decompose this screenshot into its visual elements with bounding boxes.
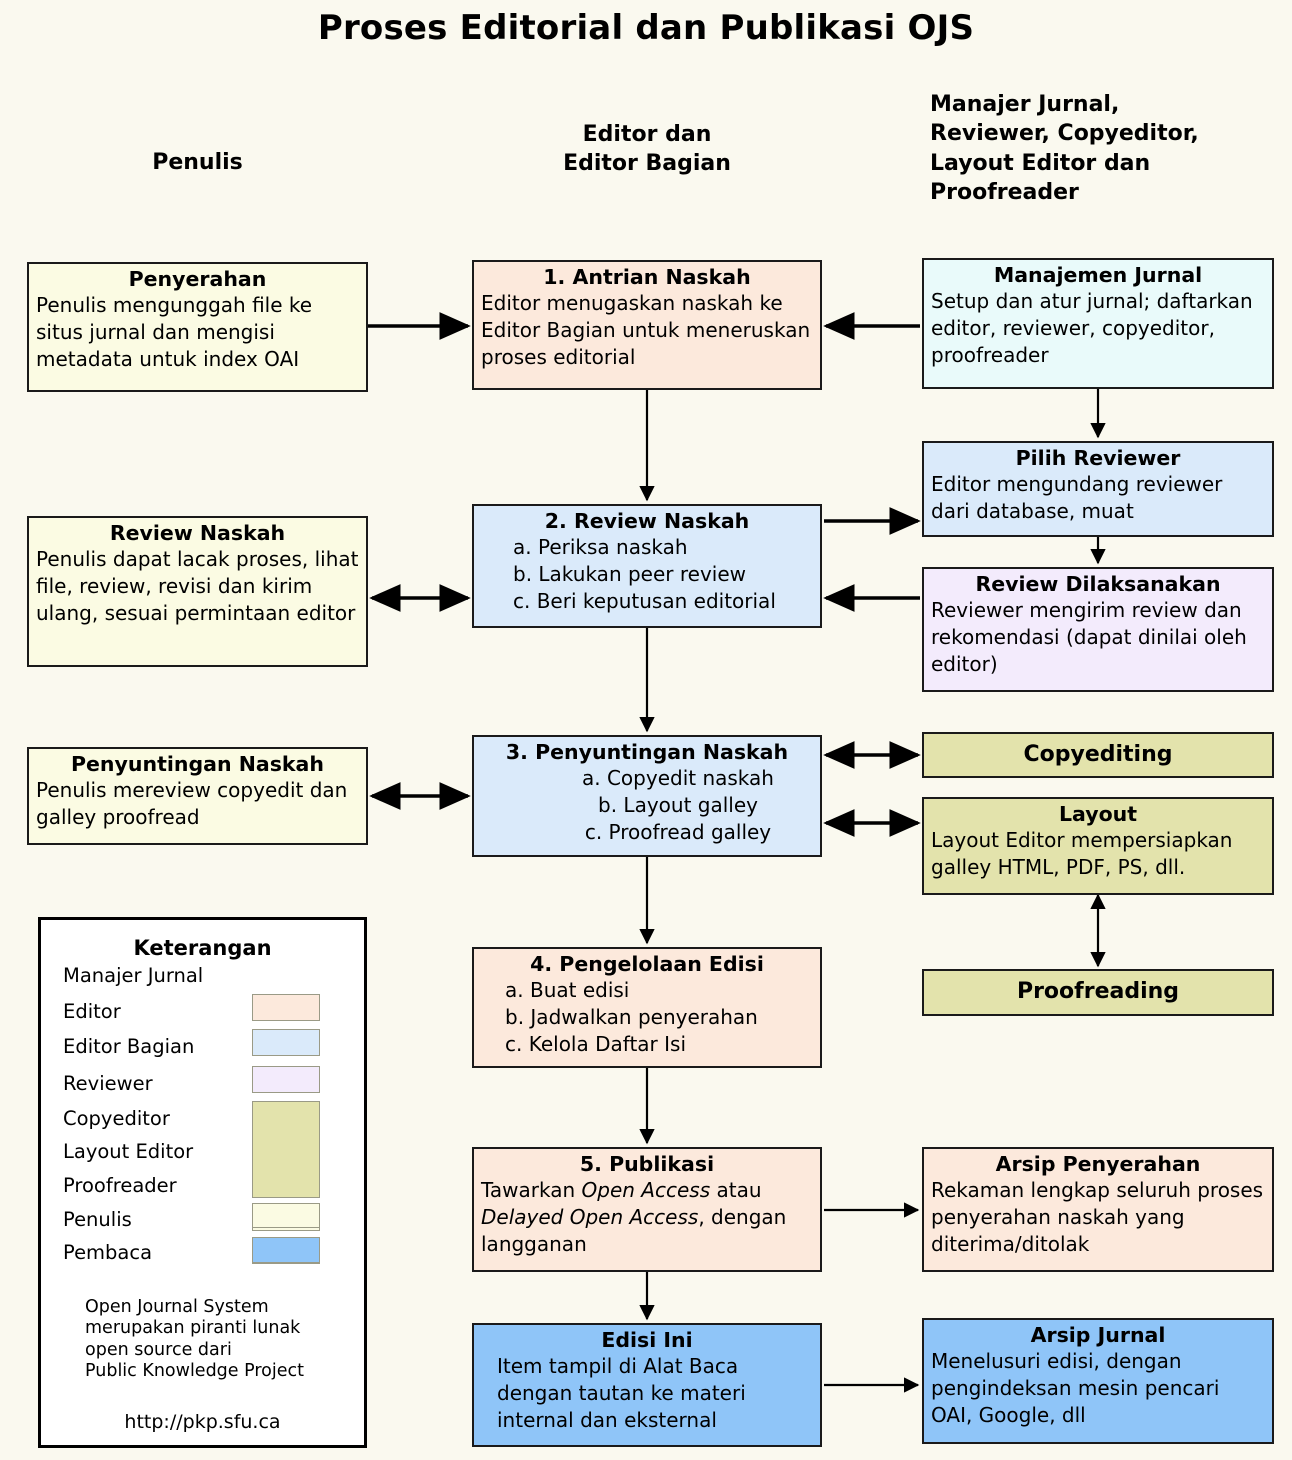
- node-title: Penyerahan: [128, 267, 267, 291]
- page-title: Proses Editorial dan Publikasi OJS: [317, 8, 975, 48]
- node-title: Review Dilaksanakan: [975, 572, 1221, 596]
- node-title: Proofreading: [1016, 979, 1180, 1005]
- legend-swatch-copyeditor: [252, 1101, 320, 1198]
- node-title: 3. Penyuntingan Naskah: [505, 740, 789, 764]
- node-title: Arsip Jurnal: [1030, 1323, 1166, 1347]
- node-title: Manajemen Jurnal: [993, 263, 1203, 287]
- node-body: Tawarkan Open Access atau Delayed Open A…: [481, 1178, 787, 1256]
- node-body: Item tampil di Alat Baca dengan tautan k…: [497, 1354, 746, 1432]
- node-body: Rekaman lengkap seluruh proses penyeraha…: [931, 1178, 1264, 1256]
- legend-label-editor: Editor: [63, 1000, 121, 1023]
- legend-label-penulis: Penulis: [63, 1208, 132, 1231]
- node-body: Penulis mereview copyedit dan galley pro…: [36, 778, 348, 830]
- node-title: 1. Antrian Naskah: [543, 265, 751, 289]
- node-title: Edisi Ini: [601, 1328, 693, 1352]
- node-penyerahan[interactable]: Penyerahan Penulis mengunggah file ke si…: [27, 262, 368, 392]
- legend-label-proofreader: Proofreader: [63, 1174, 177, 1197]
- legend-title: Keterangan: [133, 936, 272, 960]
- node-review-naskah[interactable]: 2. Review Naskah a. Periksa naskah b. La…: [472, 504, 822, 628]
- node-publikasi[interactable]: 5. Publikasi Tawarkan Open Access atau D…: [472, 1147, 822, 1272]
- node-arsip-penyerahan[interactable]: Arsip Penyerahan Rekaman lengkap seluruh…: [922, 1147, 1274, 1272]
- node-body: Penulis dapat lacak proses, lihat file, …: [36, 547, 359, 625]
- legend-label-pembaca: Pembaca: [63, 1241, 153, 1264]
- node-title: Copyediting: [1023, 741, 1173, 767]
- node-body: Setup dan atur jurnal; daftarkan editor,…: [931, 289, 1253, 367]
- node-edisi-ini[interactable]: Edisi Ini Item tampil di Alat Baca denga…: [472, 1323, 822, 1447]
- node-body: Menelusuri edisi, dengan pengindeksan me…: [931, 1349, 1220, 1427]
- node-title: Layout: [1058, 802, 1138, 826]
- node-body: Layout Editor mempersiapkan galley HTML,…: [931, 828, 1233, 880]
- node-proofreading[interactable]: Proofreading: [922, 969, 1274, 1016]
- legend-swatch-editor-bagian: [252, 1029, 320, 1056]
- node-review-naskah-penulis[interactable]: Review Naskah Penulis dapat lacak proses…: [27, 516, 368, 667]
- legend-url: http://pkp.sfu.ca: [124, 1411, 281, 1433]
- node-title: Review Naskah: [109, 521, 286, 545]
- node-layout[interactable]: Layout Layout Editor mempersiapkan galle…: [922, 797, 1274, 895]
- node-body: a. Copyedit naskah b. Layout galley c. P…: [582, 766, 774, 844]
- node-arsip-jurnal[interactable]: Arsip Jurnal Menelusuri edisi, dengan pe…: [922, 1318, 1274, 1444]
- node-copyediting[interactable]: Copyediting: [922, 732, 1274, 778]
- node-pilih-reviewer[interactable]: Pilih Reviewer Editor mengundang reviewe…: [922, 441, 1274, 537]
- node-title: 5. Publikasi: [579, 1152, 715, 1176]
- legend-swatch-reviewer: [252, 1066, 320, 1093]
- node-title: 4. Pengelolaan Edisi: [530, 952, 764, 976]
- node-body: a. Buat edisi b. Jadwalkan penyerahan c.…: [505, 978, 758, 1056]
- legend-label-reviewer: Reviewer: [63, 1072, 153, 1095]
- legend-swatch-editor: [252, 994, 320, 1021]
- legend-swatch-penulis: [252, 1203, 320, 1228]
- legend-note: Open Journal System merupakan piranti lu…: [85, 1297, 304, 1382]
- delayed-open-access-term: Delayed Open Access: [481, 1205, 699, 1230]
- legend-label-copyeditor: Copyeditor: [63, 1107, 170, 1130]
- node-title: Arsip Penyerahan: [995, 1152, 1201, 1176]
- node-title: Penyuntingan Naskah: [71, 752, 324, 776]
- node-body: Editor mengundang reviewer dari database…: [931, 472, 1223, 524]
- legend-label-editor-bagian: Editor Bagian: [63, 1035, 195, 1058]
- node-body: Editor menugaskan naskah ke Editor Bagia…: [481, 291, 811, 369]
- node-body: a. Periksa naskah b. Lakukan peer review…: [513, 535, 776, 613]
- column-header-manajer: Manajer Jurnal, Reviewer, Copyeditor, La…: [930, 92, 1199, 205]
- node-antrian-naskah[interactable]: 1. Antrian Naskah Editor menugaskan nask…: [472, 260, 822, 390]
- node-title: Pilih Reviewer: [1015, 446, 1181, 470]
- legend-swatch-pembaca: [252, 1237, 320, 1263]
- node-review-dilaksanakan[interactable]: Review Dilaksanakan Reviewer mengirim re…: [922, 567, 1274, 692]
- node-manajemen-jurnal[interactable]: Manajemen Jurnal Setup dan atur jurnal; …: [922, 258, 1274, 389]
- node-body: Reviewer mengirim review dan rekomendasi…: [931, 598, 1247, 676]
- node-title: 2. Review Naskah: [544, 509, 750, 533]
- node-body: Penulis mengunggah file ke situs jurnal …: [36, 293, 313, 371]
- column-header-editor: Editor dan Editor Bagian: [563, 122, 731, 177]
- column-header-penulis: Penulis: [152, 150, 243, 175]
- legend-label-manajer-jurnal: Manajer Jurnal: [63, 964, 204, 987]
- node-pengelolaan-edisi[interactable]: 4. Pengelolaan Edisi a. Buat edisi b. Ja…: [472, 947, 822, 1068]
- node-penyuntingan-penulis[interactable]: Penyuntingan Naskah Penulis mereview cop…: [27, 747, 368, 845]
- legend-label-layout-editor: Layout Editor: [63, 1140, 194, 1163]
- open-access-term: Open Access: [581, 1178, 711, 1203]
- node-penyuntingan-naskah[interactable]: 3. Penyuntingan Naskah a. Copyedit naska…: [472, 735, 822, 857]
